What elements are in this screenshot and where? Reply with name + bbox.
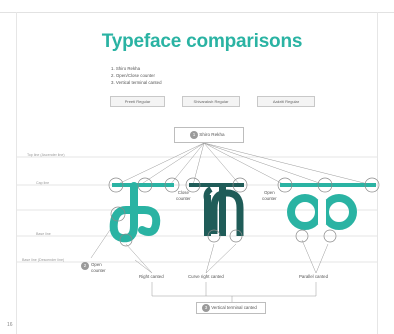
glyph-preeti (109, 182, 174, 243)
glyph-shivaraksh (189, 183, 244, 236)
left-margin-rule (16, 12, 17, 334)
notes-list: 1. Shiro Rekha 2. Open/Close counter 3. … (111, 66, 162, 86)
curve-right-canted-label: Curve right canted (188, 274, 224, 279)
shiro-rekha-label: Shiro Rekha (199, 132, 225, 138)
page-title: Typeface comparisons (101, 31, 303, 52)
callout-number-1: 1 (190, 131, 198, 139)
right-canted-label: Right canted (139, 274, 164, 279)
font-label-preeti: Preeti Regular (110, 96, 165, 107)
font-label-aakriti: Aakriti Regular (257, 96, 315, 107)
shiro-rekha-callout: 1 Shiro Rekha (174, 127, 244, 143)
highlight-circles (108, 177, 380, 247)
guide-label-base-line: Base line (36, 232, 51, 236)
open-counter-callout: 2 Open counter (81, 262, 106, 273)
callout-number-3: 3 (202, 304, 210, 312)
note-item: 2. Open/Close counter (111, 72, 155, 78)
vertical-terminal-label: Vertical terminal canted (211, 305, 257, 311)
header-rule (0, 12, 394, 13)
guide-label-cap-line: Cap line (36, 181, 50, 185)
vertical-terminal-callout: 3 Vertical terminal canted (196, 302, 266, 314)
close-counter-label: Close counter (176, 190, 191, 201)
note-item: 3. Vertical terminal canted (111, 79, 162, 85)
font-label-shivaraksh: Shivaraksh Regular (182, 96, 240, 107)
glyph-aakriti (280, 183, 376, 230)
guide-label-descender-line: Base line (Descender line) (22, 258, 65, 262)
page-number: 16 (7, 322, 13, 328)
callout-number-2: 2 (81, 262, 89, 270)
vertical-terminal-bracket (151, 282, 317, 302)
note-item: 1. Shiro Rekha (111, 66, 141, 71)
right-margin-rule (377, 12, 378, 334)
shiro-rekha-leaders (115, 142, 373, 186)
parallel-canted-label: Parallel canted (299, 274, 329, 279)
guide-label-top-line: Top line (Ascender line) (27, 153, 65, 157)
open-counter-label-2: Open counter (262, 190, 277, 201)
